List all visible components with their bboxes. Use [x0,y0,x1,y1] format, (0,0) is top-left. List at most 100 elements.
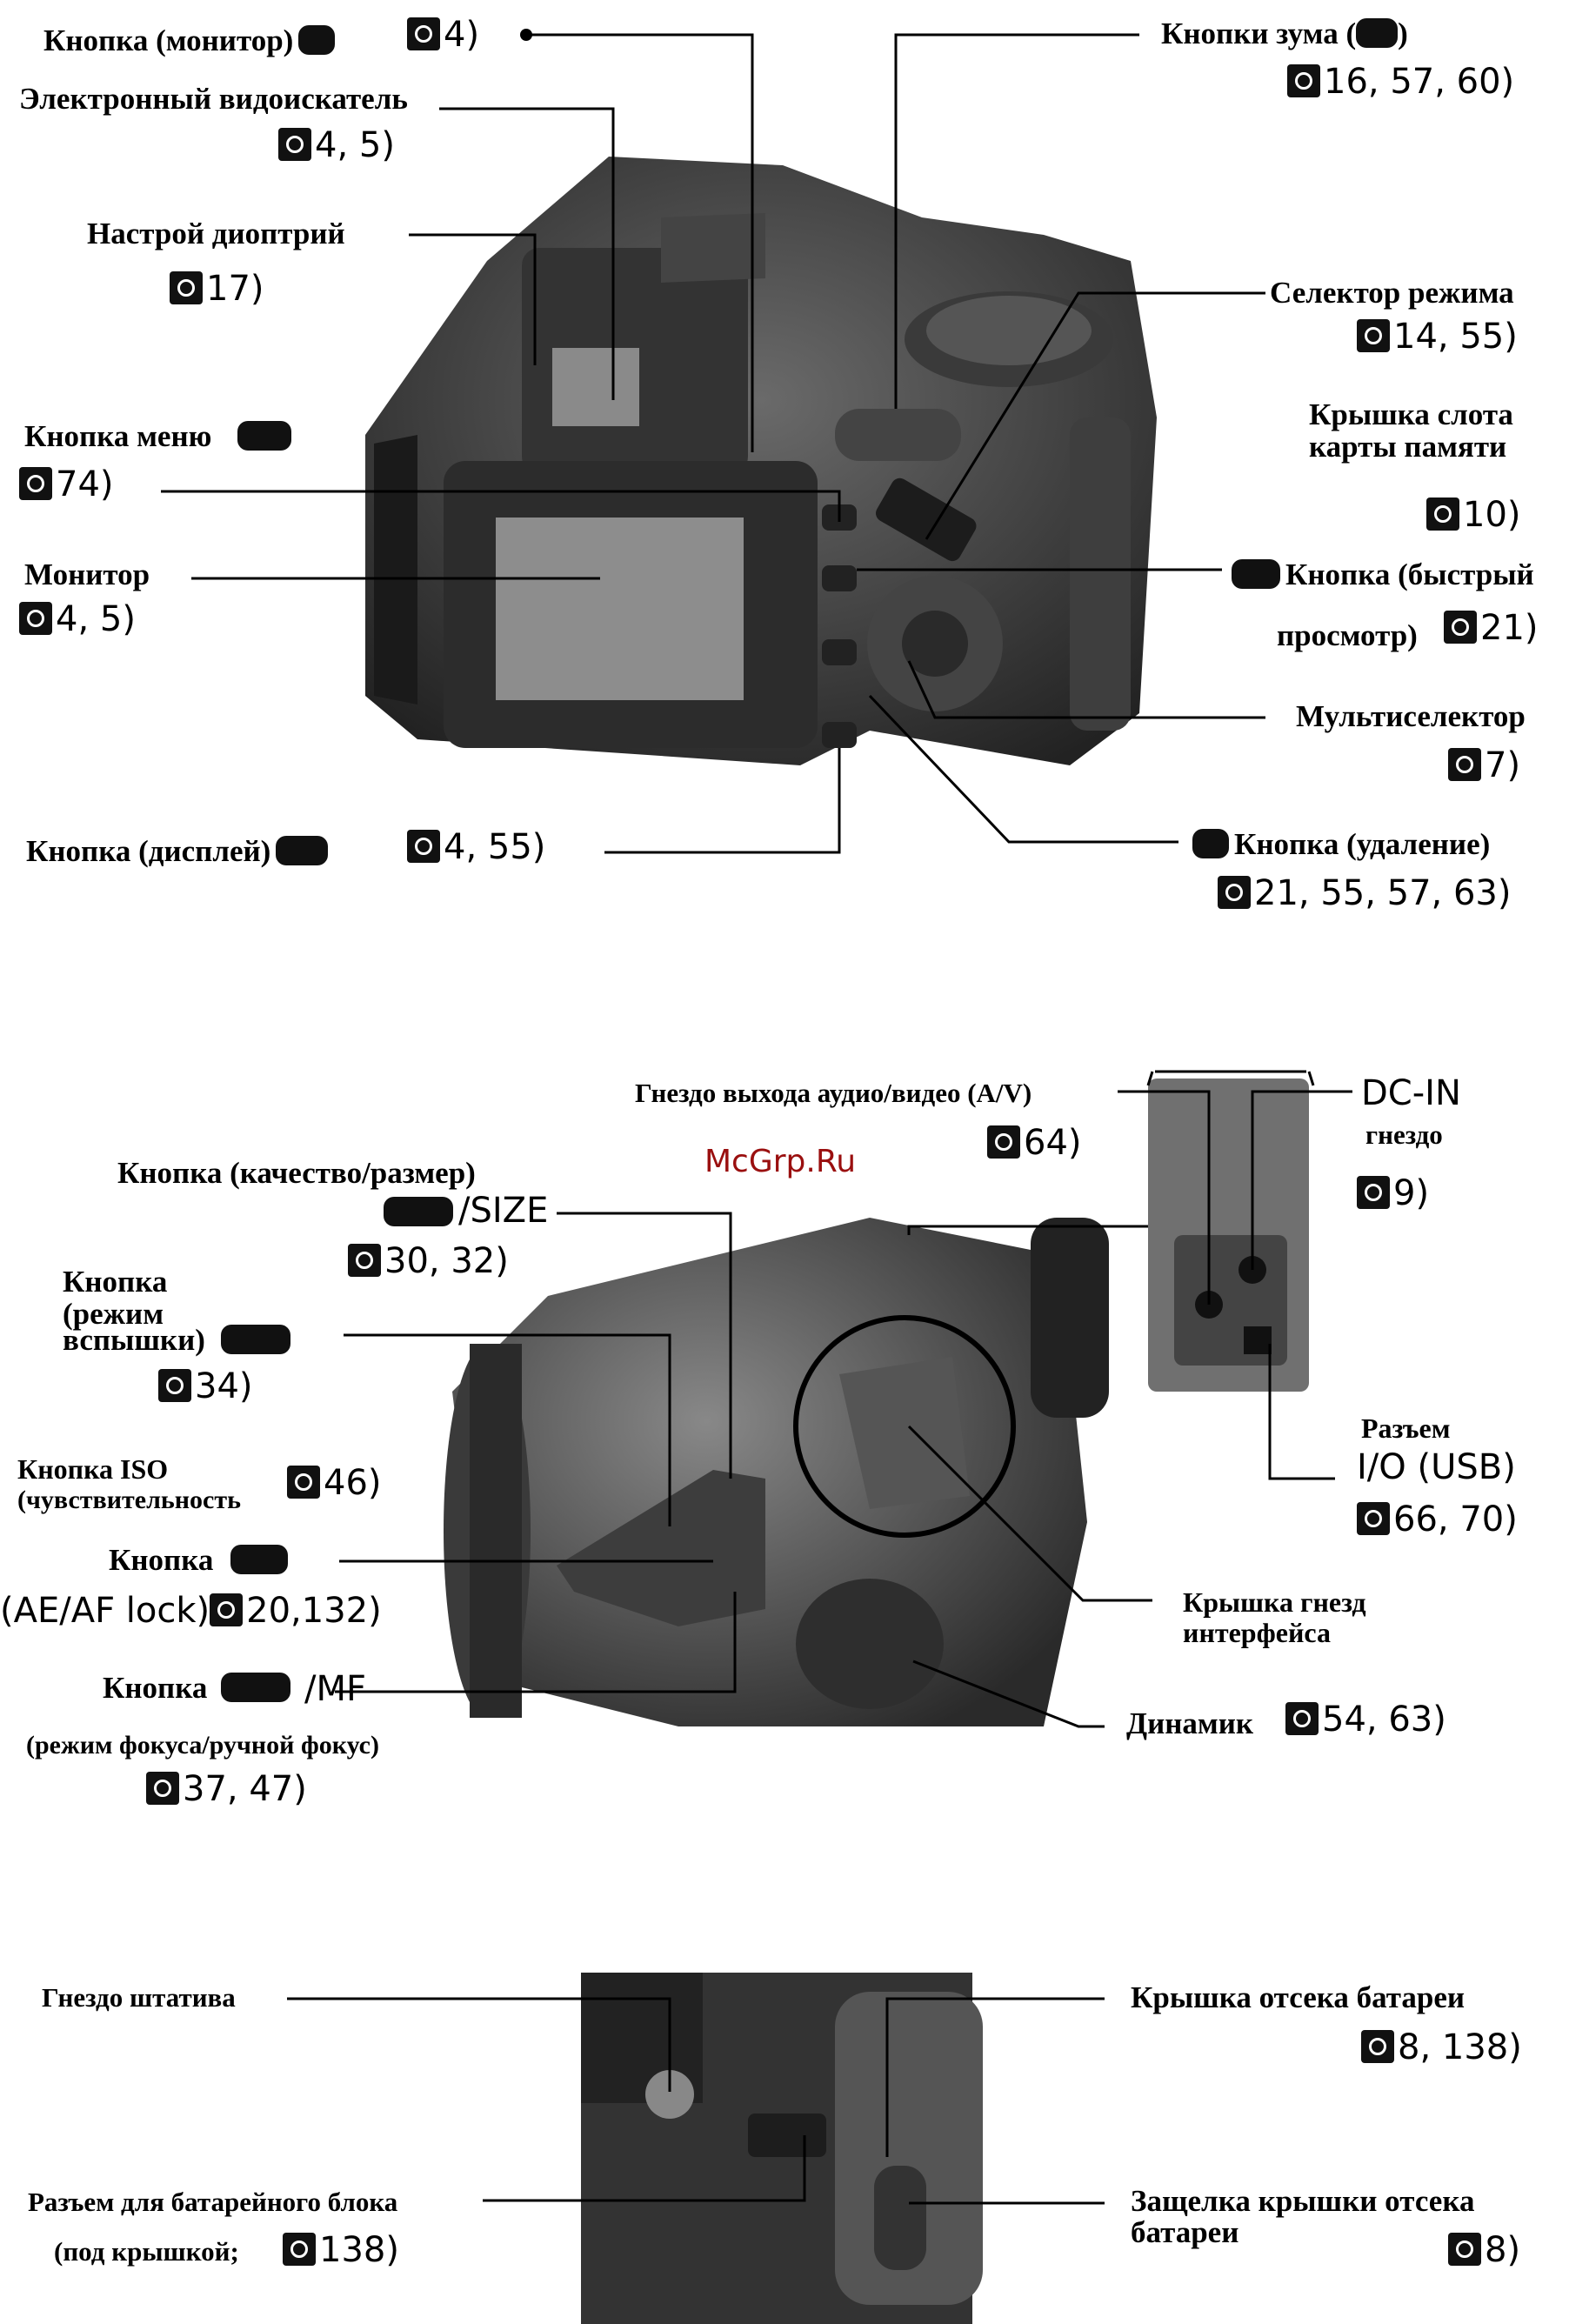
focus-button-mf: /MF [304,1669,366,1709]
evf-ref: 4, 5) [278,126,395,164]
page-ref-icon [1285,1702,1319,1735]
focus-button-label: Кнопка [103,1671,296,1706]
usb-ref-text: 66, 70) [1393,1499,1518,1539]
display-button-ref: 4, 55) [407,828,545,866]
ae-af-lock-text-2: (AE/AF lock) [0,1591,210,1631]
page-ref-icon [1444,611,1477,644]
page-ref-icon [407,830,440,863]
speaker-label: Динамик [1126,1706,1254,1740]
quality-button-size: /SIZE [378,1192,548,1230]
trash-icon [1192,829,1229,858]
flash-button-label-2: (режим [63,1297,164,1331]
evf-label: Электронный видоискатель [19,82,408,116]
quality-icon [384,1197,453,1226]
card-slot-ref-text: 10) [1463,495,1521,535]
lock-icon [230,1545,289,1574]
battery-cover-ref-text: 8, 138) [1398,2027,1522,2067]
focus-button-label-3: (режим фокуса/ручной фокус) [26,1731,379,1760]
diopter-ref-text: 17) [206,269,264,309]
battery-latch-label-1: Защелка крышки отсека [1131,2184,1475,2218]
av-out-label: Гнездо выхода аудио/видео (A/V) [635,1078,1032,1108]
page-ref-icon [987,1125,1020,1159]
page-ref-icon [283,2233,316,2266]
quick-review-icon [1232,559,1280,589]
mode-selector-label: Селектор режима [1270,276,1514,310]
speaker-ref: 54, 63) [1285,1700,1446,1739]
watermark: McGrp.Ru [704,1144,857,1179]
flash-button-ref: 34) [158,1367,253,1406]
flash-button-label-3: вспышки) [63,1323,296,1358]
iso-button-ref: 46) [287,1464,382,1502]
battery-pack-label: Разъем для батарейного блока [28,2187,398,2217]
iso-button-ref-text: 46) [324,1463,382,1503]
ae-af-lock-ref-text: 20,132) [246,1591,382,1631]
display-button-ref-text: 4, 55) [444,827,546,867]
interface-cover-label-2: интерфейса [1183,1617,1331,1648]
flash-button-ref-text: 34) [195,1366,253,1406]
battery-latch-ref: 8) [1448,2231,1520,2269]
ae-af-lock-ref: (AE/AF lock) 20,132) [0,1592,382,1630]
zoom-buttons-text-end: ) [1398,17,1408,50]
multi-selector-ref-text: 7) [1485,745,1521,785]
zoom-icon [1356,18,1399,48]
usb-label-1: Разъем [1361,1412,1451,1444]
focus-icon [221,1673,291,1702]
iso-button-label-1: Кнопка ISO [17,1453,169,1485]
page-ref-icon [210,1593,244,1626]
battery-pack-ref-text: 138) [319,2230,399,2270]
display-button-label: Кнопка (дисплей) [26,834,333,869]
monitor-button-text: Кнопка (монитор) [43,23,294,57]
battery-latch-ref-text: 8) [1485,2230,1521,2270]
monitor-ref-text: 4, 5) [56,599,136,639]
page-ref-icon [170,271,203,304]
card-slot-label-1: Крышка слота [1309,397,1513,431]
mode-selector-ref: 14, 55) [1357,317,1518,356]
delete-button-ref-text: 21, 55, 57, 63) [1254,873,1512,913]
diopter-label: Настрой диоптрий [87,217,345,250]
display-icon [276,836,329,865]
delete-button-label: Кнопка (удаление) [1187,827,1490,862]
page-ref-icon [1361,2030,1394,2063]
flash-button-label-1: Кнопка [63,1265,168,1299]
monitor-label: Монитор [24,558,150,591]
diopter-ref: 17) [170,270,264,308]
page-ref-icon [1448,2233,1481,2266]
flash-icon [220,1325,290,1354]
page-ref-icon [19,602,52,635]
evf-ref-text: 4, 5) [315,125,395,165]
monitor-ref: 4, 5) [19,600,136,638]
delete-button-ref: 21, 55, 57, 63) [1218,874,1512,912]
multi-selector-ref: 7) [1448,746,1520,785]
speaker-ref-text: 54, 63) [1322,1700,1446,1740]
dc-in-label-2: гнездо [1365,1119,1443,1150]
menu-button-ref: 74) [19,465,114,504]
quality-button-label: Кнопка (качество/размер) [117,1156,476,1190]
usb-ref: 66, 70) [1357,1500,1518,1539]
focus-button-ref-text: 37, 47) [183,1769,307,1809]
zoom-buttons-text: Кнопки зума ( [1161,17,1357,50]
card-slot-label-2: карты памяти [1309,430,1507,464]
quality-button-ref-text: 30, 32) [384,1241,509,1281]
page-ref-icon [1218,876,1251,909]
quality-button-ref: 30, 32) [348,1242,509,1280]
mode-selector-ref-text: 14, 55) [1393,317,1518,357]
battery-latch-label-2: батареи [1131,2215,1239,2249]
ae-af-lock-text: Кнопка [109,1543,214,1577]
quick-review-text: Кнопка (быстрый [1285,558,1534,591]
quick-review-label: Кнопка (быстрый [1226,558,1534,592]
multi-selector-label: Мультиселектор [1296,699,1526,733]
quick-review-ref-text: 21) [1480,608,1539,648]
page-ref-icon [1287,64,1320,97]
page-ref-icon [146,1772,179,1805]
monitor-button-ref: 4) [407,16,479,54]
monitor-button-label: Кнопка (монитор) [43,23,340,58]
page-ref-icon [1357,1176,1390,1209]
dc-in-ref: 9) [1357,1174,1429,1212]
tripod-label: Гнездо штатива [42,1982,236,2013]
interface-cover-label-1: Крышка гнезд [1183,1586,1366,1618]
menu-button-ref-text: 74) [56,464,114,504]
page-ref-icon [1448,748,1481,781]
page-ref-icon [348,1244,381,1277]
